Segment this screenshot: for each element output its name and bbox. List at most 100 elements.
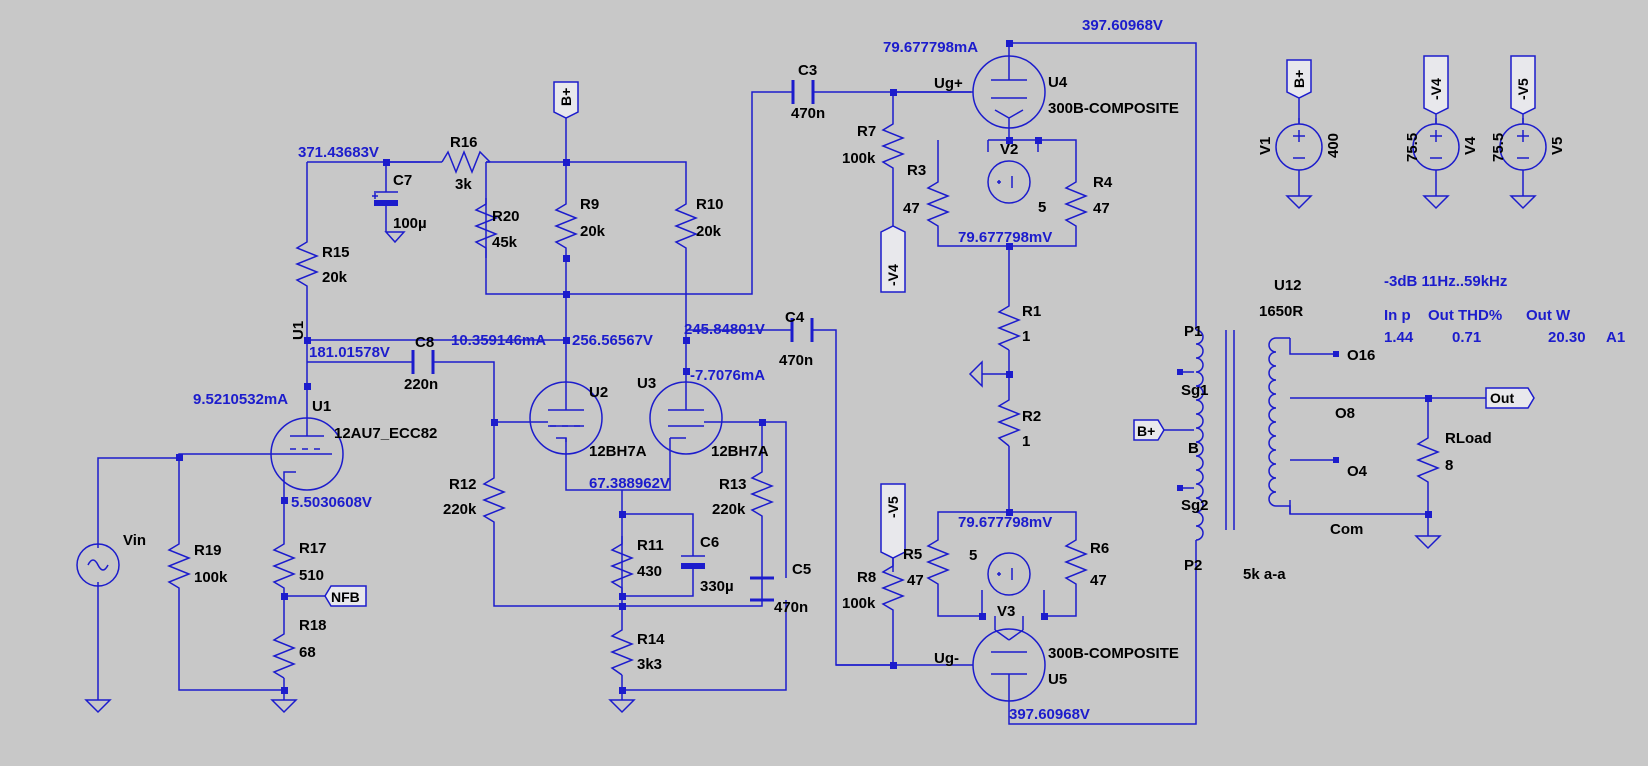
r8-ref: R8	[857, 569, 876, 586]
v4-ref: V4	[1462, 136, 1479, 155]
net-flag-neg-v4: -V4	[880, 225, 906, 293]
results-header-in: In p	[1384, 307, 1411, 324]
r4-value: 47	[1093, 200, 1110, 217]
c5-value: 470n	[774, 599, 808, 616]
v1-ref: V1	[1257, 137, 1274, 155]
u1-rail-ref: U1	[290, 321, 307, 340]
tube-u5	[960, 616, 1046, 702]
c8-ref: C8	[415, 334, 434, 351]
results-in: 1.44	[1384, 329, 1414, 346]
u5-plate-voltage: 397.60968V	[1009, 706, 1090, 723]
v3-value: 5	[969, 547, 977, 564]
u1-plate-voltage: 181.01578V	[309, 344, 390, 361]
source-v3	[987, 552, 1031, 596]
results-thd: 0.71	[1452, 329, 1481, 346]
v3-ref: V3	[997, 603, 1015, 620]
svg-text:B+: B+	[558, 88, 574, 106]
r11-ref: R11	[637, 537, 664, 554]
u1-ref: U1	[312, 398, 331, 415]
r15-ref: R15	[322, 244, 350, 261]
vin-ref: Vin	[123, 532, 146, 549]
net-flag-nfb: NFB	[324, 585, 367, 607]
c6-ref: C6	[700, 534, 719, 551]
r18-ref: R18	[299, 617, 327, 634]
r12-value: 220k	[443, 501, 477, 518]
svg-text:Out: Out	[1490, 390, 1514, 406]
r15-value: 20k	[322, 269, 348, 286]
u1-plate-current: 9.5210532mA	[193, 391, 288, 408]
r20-ref: R20	[492, 208, 520, 225]
source-v2	[987, 160, 1031, 204]
r10-ref: R10	[696, 196, 724, 213]
r13-value: 220k	[712, 501, 746, 518]
c5-ref: C5	[792, 561, 811, 578]
r12-ref: R12	[449, 476, 477, 493]
u5-model: 300B-COMPOSITE	[1048, 645, 1179, 662]
r14-value: 3k3	[637, 656, 662, 673]
u4-plate-voltage: 397.60968V	[1082, 17, 1163, 34]
resistor-symbols	[166, 116, 1441, 679]
r17-ref: R17	[299, 540, 327, 557]
results-header-thd: Out THD%	[1428, 307, 1502, 324]
c3-ref: C3	[798, 62, 817, 79]
pin-o8: O8	[1335, 405, 1355, 422]
rload-ref: RLoad	[1445, 430, 1492, 447]
u4-model: 300B-COMPOSITE	[1048, 100, 1179, 117]
v4-value: 75.5	[1404, 133, 1421, 162]
c8-value: 220n	[404, 376, 438, 393]
pin-o4: O4	[1347, 463, 1368, 480]
net-flag-bplus-top: B+	[553, 81, 579, 119]
net-flag-bplus-v1: B+	[1286, 59, 1312, 124]
c7-value: 100µ	[393, 215, 427, 232]
source-vin	[76, 543, 120, 587]
transformer-u12	[1195, 329, 1291, 541]
r2-value: 1	[1022, 433, 1030, 450]
pin-sg2: Sg2	[1181, 497, 1209, 514]
c4-ref: C4	[785, 309, 805, 326]
tube-u3	[649, 381, 742, 455]
u12-impedance: 5k a-a	[1243, 566, 1286, 583]
r13-ref: R13	[719, 476, 747, 493]
r18-value: 68	[299, 644, 316, 661]
c7-node-voltage: 371.43683V	[298, 144, 379, 161]
results-header-outw: Out W	[1526, 307, 1571, 324]
u3-ref: U3	[637, 375, 656, 392]
c3-value: 470n	[791, 105, 825, 122]
tube-u2	[529, 381, 603, 455]
ground-symbols	[84, 195, 1537, 714]
net-flag-neg-v4-source: -V4	[1423, 55, 1449, 124]
pin-sg1: Sg1	[1181, 382, 1209, 399]
r4-ref: R4	[1093, 174, 1113, 191]
u3-plate-current: -7.7076mA	[690, 367, 765, 384]
c7-ref: C7	[393, 172, 412, 189]
r19-ref: R19	[194, 542, 222, 559]
capacitor-symbols	[372, 80, 815, 602]
r3-ref: R3	[907, 162, 926, 179]
rload-value: 8	[1445, 457, 1453, 474]
r7-value: 100k	[842, 150, 876, 167]
r7-ref: R7	[857, 123, 876, 140]
svg-text:-V5: -V5	[1515, 78, 1531, 100]
v2-value: 5	[1038, 199, 1046, 216]
svg-text:B+: B+	[1291, 70, 1307, 88]
c6-value: 330µ	[700, 578, 734, 595]
u12-model: 1650R	[1259, 303, 1303, 320]
r17-value: 510	[299, 567, 324, 584]
u5-cathode-voltage: 79.677798mV	[958, 514, 1052, 531]
svg-text:-V4: -V4	[885, 264, 901, 286]
r6-ref: R6	[1090, 540, 1109, 557]
v5-value: 75.5	[1490, 133, 1507, 162]
pin-p1: P1	[1184, 323, 1202, 340]
r5-ref: R5	[903, 546, 922, 563]
pin-b: B	[1188, 440, 1199, 457]
r1-ref: R1	[1022, 303, 1041, 320]
r14-ref: R14	[637, 631, 665, 648]
tube-u1	[270, 386, 344, 491]
u3-model: 12BH7A	[711, 443, 769, 460]
junction-dots	[176, 40, 1432, 694]
source-v1	[1275, 123, 1323, 171]
r6-value: 47	[1090, 572, 1107, 589]
results-class: A1	[1606, 329, 1625, 346]
r16-value: 3k	[455, 176, 472, 193]
